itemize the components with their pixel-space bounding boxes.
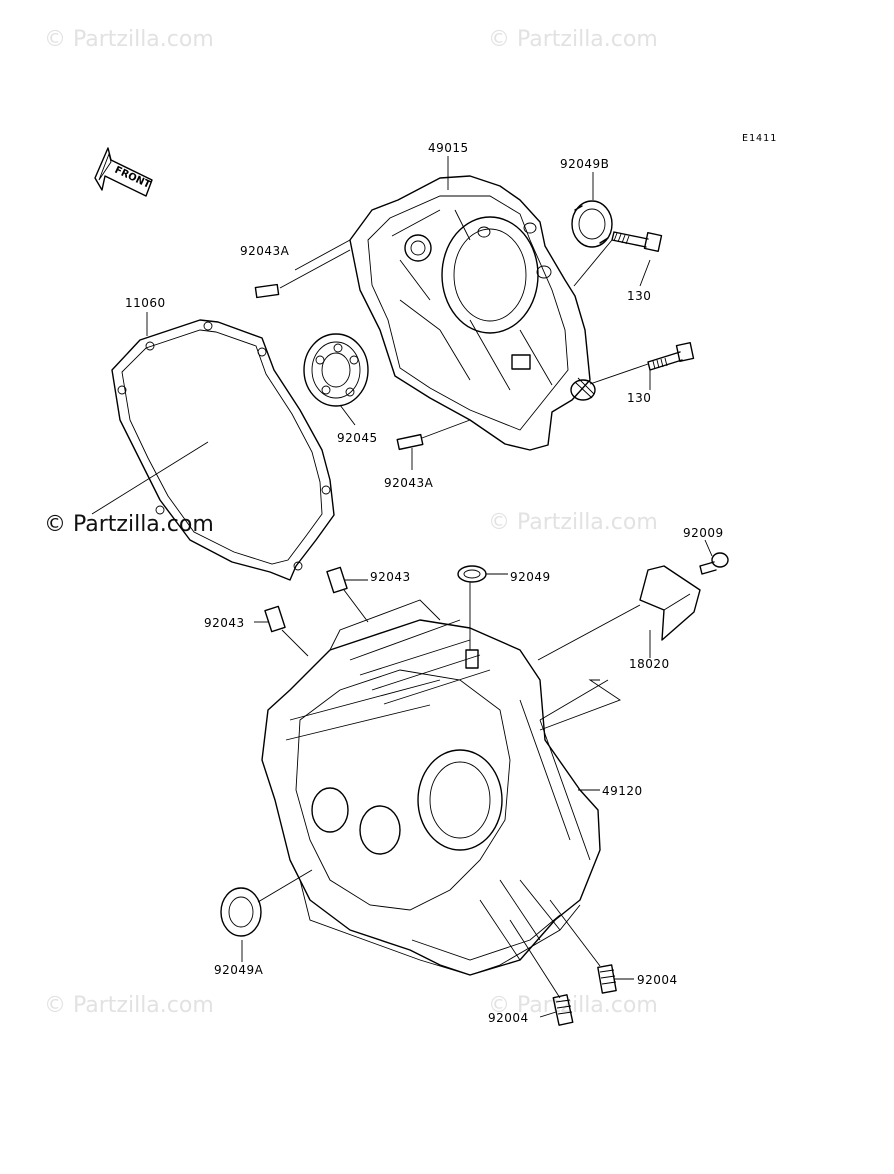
bolt-92009 [699,552,729,575]
leader-lines [91,156,713,1018]
drain-plug-92004-right [597,964,617,994]
bolt-130-bottom [647,342,695,371]
label-18020: 18020 [629,657,670,671]
label-92009: 92009 [683,526,724,540]
watermark-bottom-left: © Partzilla.com [44,993,214,1018]
gasket-11060 [111,319,335,581]
label-92004-right: 92004 [637,973,678,987]
label-92004-bottom: 92004 [488,1011,529,1025]
label-11060: 11060 [125,296,166,310]
crankcase [261,599,621,976]
watermark-middle-right: © Partzilla.com [488,510,658,535]
label-92049: 92049 [510,570,551,584]
front-arrow-icon: FRONT [94,147,153,197]
front-label: FRONT [113,165,152,191]
dowel-pin-92043-left [264,605,286,633]
watermark-bottom-right: © Partzilla.com [488,993,658,1018]
watermark-top-left: © Partzilla.com [44,27,214,52]
label-92049B: 92049B [560,157,609,171]
label-92049A: 92049A [214,963,264,977]
ball-bearing-92045 [303,333,369,407]
label-92045: 92045 [337,431,378,445]
dowel-pin-92043A-top [254,283,280,299]
label-92043-left: 92043 [204,616,245,630]
dowel-pin-92043-right [326,566,348,594]
oil-seal-92049B [571,200,613,248]
diagram-reference: E1411 [742,133,777,144]
label-130-top: 130 [627,289,651,303]
oil-seal-92049 [457,565,487,583]
drain-plug-92004-bottom [552,994,574,1026]
bracket-18020 [639,565,701,641]
label-92043-right: 92043 [370,570,411,584]
dowel-pin-92043A-bottom [396,433,424,451]
oil-seal-92049A [220,887,262,937]
crankcase-cover [349,175,596,451]
watermark-top-right: © Partzilla.com [488,27,658,52]
label-49120: 49120 [602,784,643,798]
label-130-bottom: 130 [627,391,651,405]
label-49015: 49015 [428,141,469,155]
label-92043A-top: 92043A [240,244,290,258]
bolt-130-top [611,231,663,252]
label-92043A-bottom: 92043A [384,476,434,490]
